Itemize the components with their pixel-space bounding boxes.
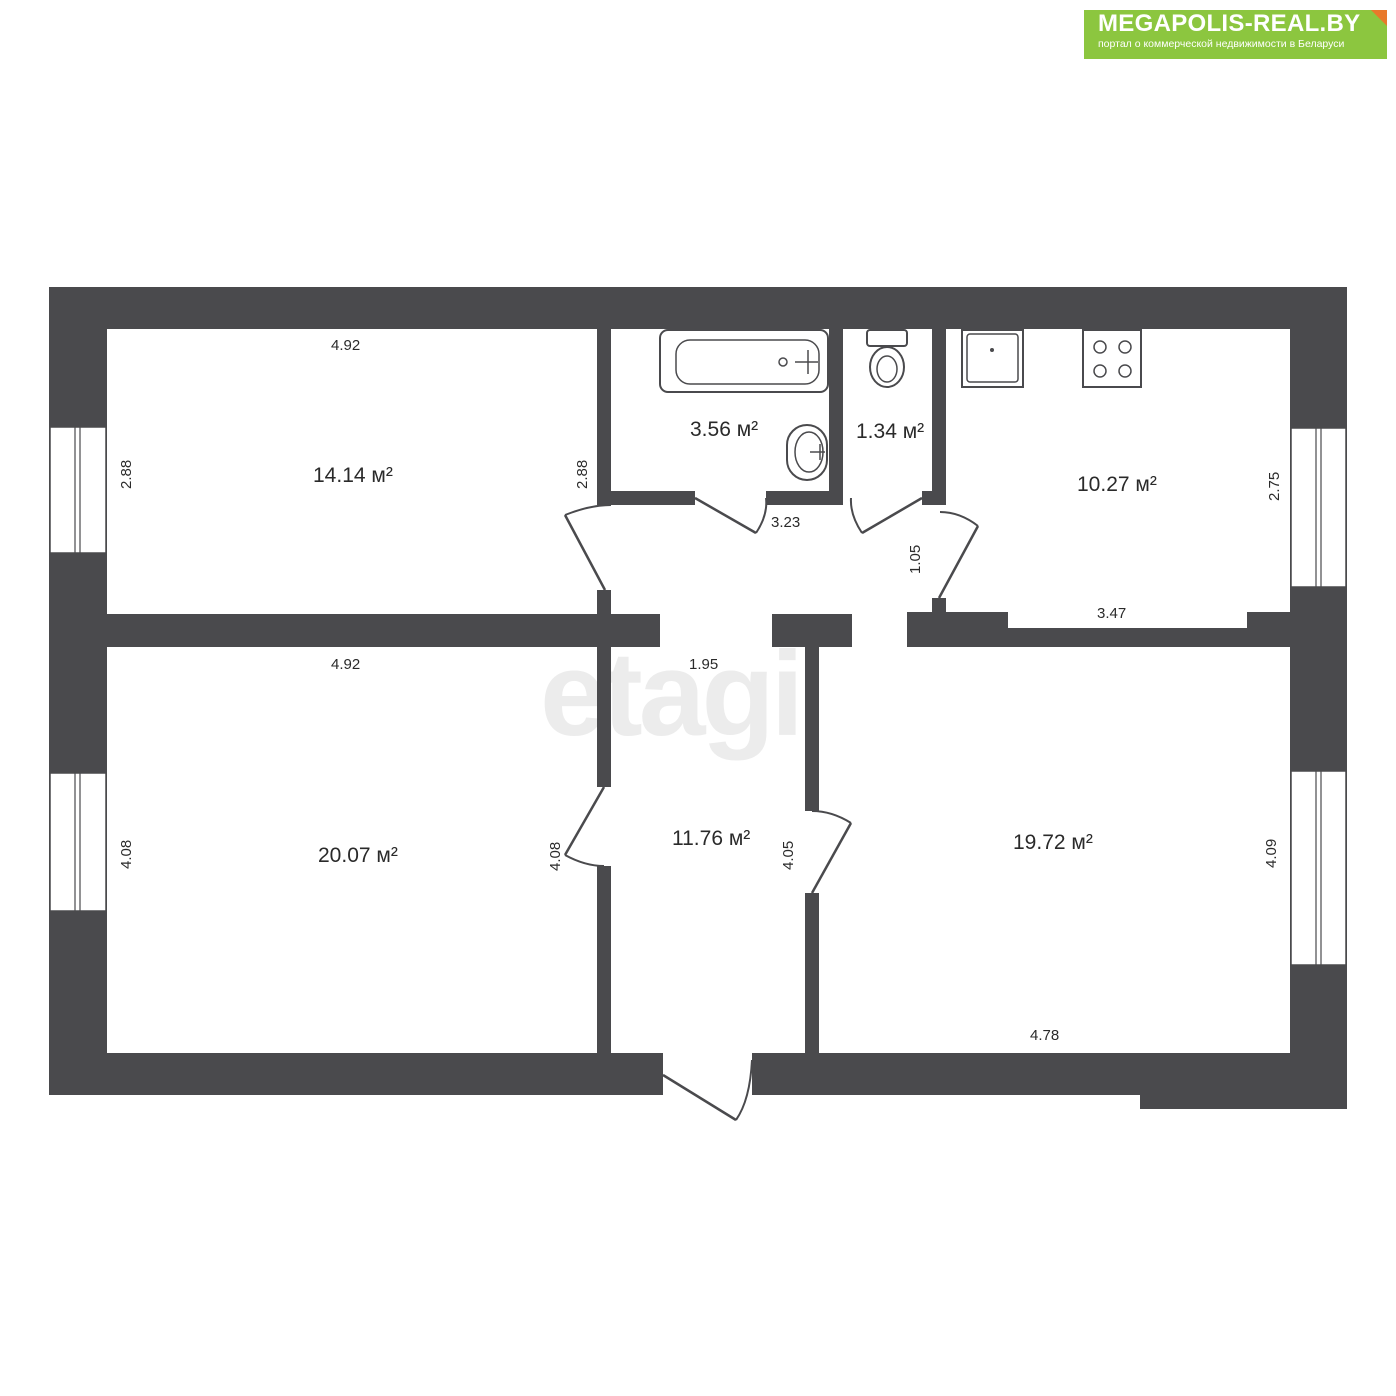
area-label-toilet: 1.34 м² (856, 420, 924, 443)
logo-corner-accent (1371, 10, 1387, 26)
wall-top (49, 287, 1347, 329)
dim-top-left-left: 2.88 (118, 460, 135, 489)
door-bathroom (694, 496, 768, 535)
dim-hallway-width: 1.95 (689, 656, 718, 673)
dim-corridor-width: 1.05 (907, 545, 924, 574)
door-bottom-left-room (563, 786, 606, 867)
area-labels: 14.14 м² 3.56 м² 1.34 м² 10.27 м² 20.07 … (313, 418, 1157, 867)
dim-bottom-right-right: 4.09 (1263, 839, 1280, 868)
window-kitchen (1290, 427, 1347, 588)
wall-toilet-bottom (922, 491, 946, 505)
dim-top-left-top: 4.92 (331, 337, 360, 354)
area-label-hallway: 11.76 м² (672, 827, 750, 850)
wall-left (49, 287, 107, 1095)
door-entrance (662, 1059, 753, 1122)
door-kitchen (937, 511, 980, 599)
area-label-kitchen: 10.27 м² (1077, 473, 1157, 496)
wall-kitchen-bottom-a (907, 612, 1008, 647)
door-bottom-right-room (810, 810, 853, 894)
toilet-icon (866, 329, 908, 388)
bathtub-icon (659, 329, 829, 393)
area-label-bathroom: 3.56 м² (690, 418, 758, 441)
dimension-labels: 4.92 2.88 2.88 3.23 1.05 2.75 3.47 4.92 … (118, 337, 1283, 1044)
wall-left-rooms-mid (597, 590, 611, 787)
dim-kitchen-right: 2.75 (1266, 472, 1283, 501)
wall-hall-right-mid (805, 614, 819, 811)
area-label-room-bottom-right: 19.72 м² (1013, 831, 1093, 854)
stove-icon (1082, 329, 1142, 388)
wall-bath-left (597, 329, 611, 491)
window-bottom-right (1290, 770, 1347, 966)
area-label-room-top-left: 14.14 м² (313, 464, 393, 487)
wall-bottom-step (1140, 1053, 1347, 1109)
kitchen-sink-icon (961, 329, 1024, 388)
watermark-text: etagi (540, 627, 800, 761)
doors (563, 496, 980, 1122)
dim-bottom-left-right: 4.08 (547, 842, 564, 871)
dim-corridor-length: 3.23 (771, 514, 800, 531)
window-top-left (49, 426, 107, 554)
wall-bath-bottom-a (597, 491, 695, 505)
wall-left-middle (107, 614, 660, 647)
door-top-left-room (563, 504, 612, 591)
dim-top-left-right: 2.88 (574, 460, 591, 489)
wall-left-rooms-bottom (597, 866, 611, 1053)
wall-kitchen-bottom-b (1247, 612, 1290, 647)
wall-right (1290, 287, 1347, 1109)
wall-hall-right-bottom (805, 893, 819, 1053)
wall-bath-bottom-b (766, 491, 830, 505)
logo-title: MEGAPOLIS-REAL.BY (1098, 10, 1361, 37)
site-logo[interactable]: MEGAPOLIS-REAL.BY портал о коммерческой … (1084, 10, 1387, 59)
dim-bottom-left-top: 4.92 (331, 656, 360, 673)
wall-bath-toilet (829, 329, 843, 505)
dim-bottom-right-bottom: 4.78 (1030, 1027, 1059, 1044)
wall-kitchen-bottom-thin (1008, 628, 1247, 647)
dim-hallway-right: 4.05 (780, 841, 797, 870)
logo-subtitle: портал о коммерческой недвижимости в Бел… (1098, 38, 1345, 50)
window-bottom-left (49, 772, 107, 912)
area-label-room-bottom-left: 20.07 м² (318, 844, 398, 867)
inner-walls (107, 329, 1290, 1053)
sink-icon (786, 424, 828, 481)
door-toilet (849, 496, 923, 535)
outer-walls (49, 287, 1347, 1109)
windows (49, 426, 1347, 966)
wall-bottom-left (49, 1053, 663, 1095)
dim-kitchen-bottom: 3.47 (1097, 605, 1126, 622)
dim-bottom-left-left: 4.08 (118, 840, 135, 869)
wall-toilet-kitchen (932, 329, 946, 493)
